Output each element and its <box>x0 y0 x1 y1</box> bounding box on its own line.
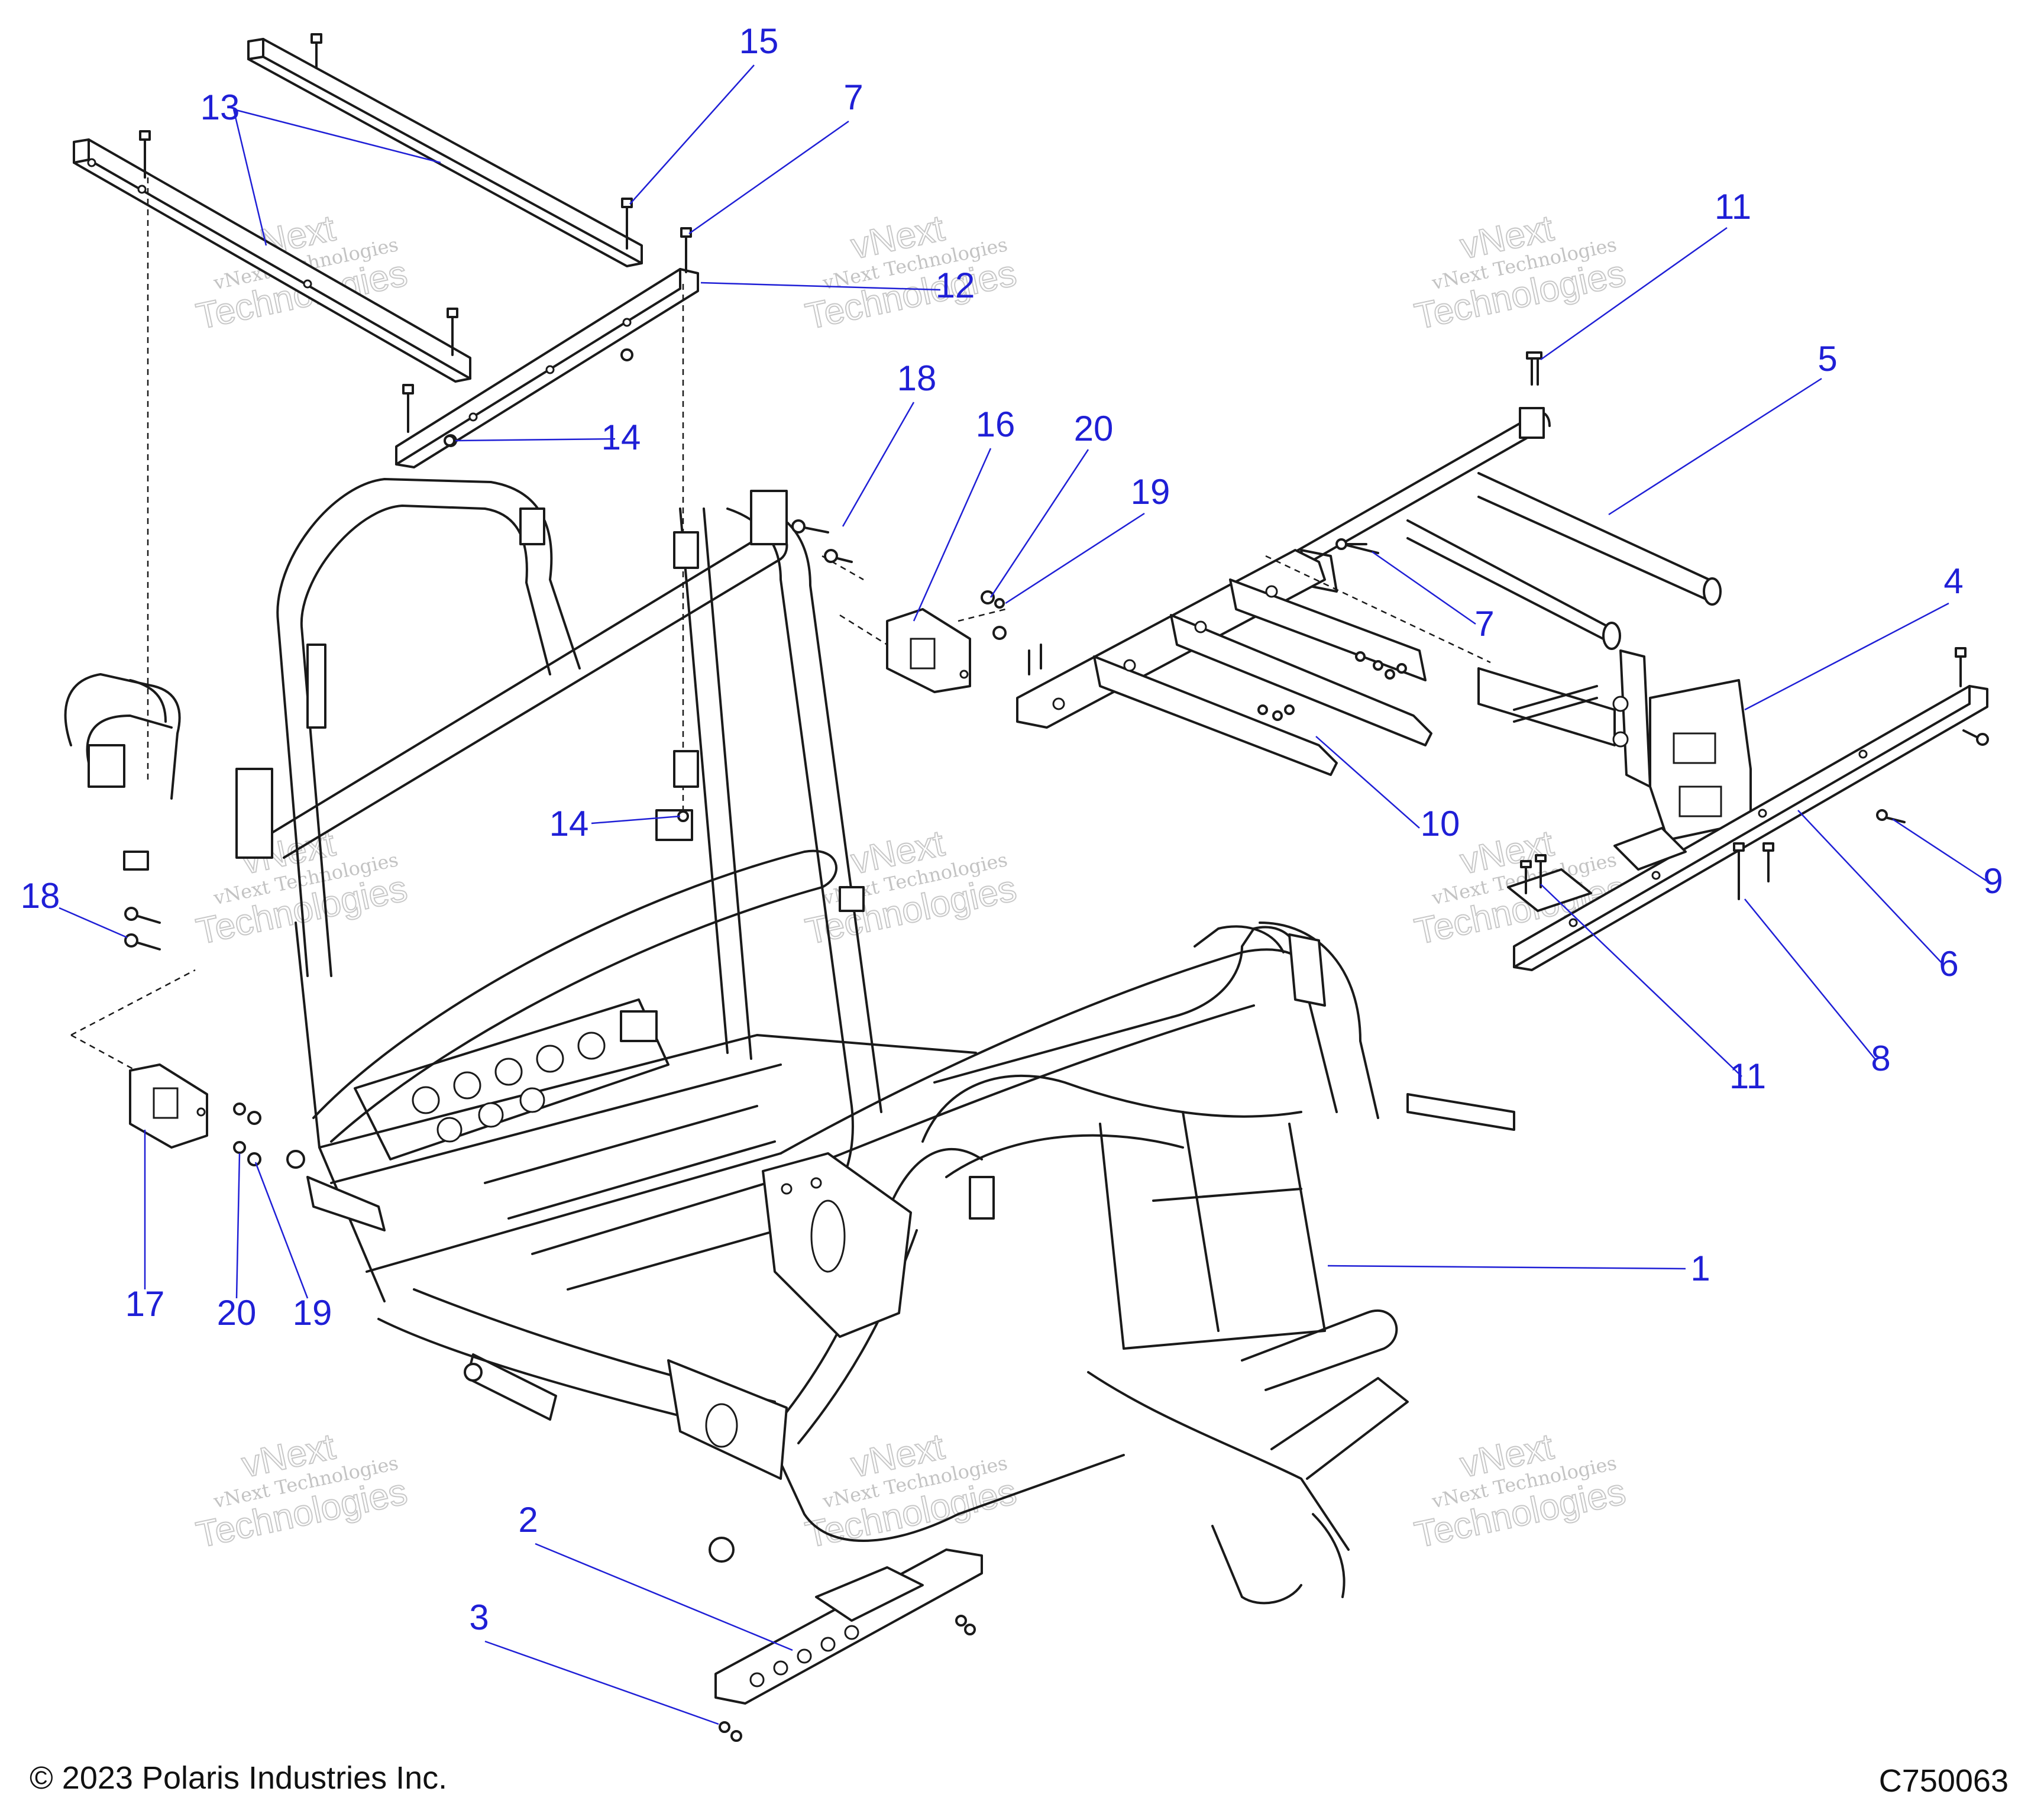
part-17-bracket <box>129 1063 208 1149</box>
callout-label: 16 <box>976 405 1015 444</box>
callout-label: 19 <box>293 1293 332 1333</box>
part-11-bolts <box>1520 351 1547 894</box>
part-6-rear-cross-tube <box>1507 647 1989 971</box>
leader-line-c19a <box>1005 512 1145 604</box>
dash-guide-16a <box>822 555 864 581</box>
part-12-cross-tube <box>395 198 699 468</box>
dash-guide-16b <box>839 614 888 646</box>
part-8-bolt <box>1733 842 1774 900</box>
leader-line-c20a <box>989 449 1089 598</box>
part-16-bracket <box>886 608 971 693</box>
leader-line-c4 <box>1744 602 1949 711</box>
callout-label: 11 <box>1729 1056 1766 1096</box>
callout-label: 20 <box>1074 409 1114 448</box>
leader-line-c14a <box>455 438 616 442</box>
leader-line-c9 <box>1892 818 1988 882</box>
leader-line-c20b <box>235 1153 241 1299</box>
leader-line-c18a <box>842 402 915 527</box>
leader-line-c12 <box>700 282 941 291</box>
leader-line-c19b <box>254 1162 309 1299</box>
part-4-rear-bracket <box>1477 649 1752 841</box>
callout-label: 4 <box>1943 561 1963 601</box>
leader-lines <box>59 64 1988 1725</box>
part-19-20-nuts-lower <box>233 1103 261 1166</box>
callout-label: 6 <box>1939 944 1958 984</box>
leader-line-c2 <box>535 1543 793 1651</box>
part-5-rear-tube-assembly <box>1276 407 1722 650</box>
callout-label: 12 <box>936 266 975 305</box>
part-18-bolt-upper <box>791 519 853 563</box>
callout-label: 13 <box>200 88 240 127</box>
part-10-rear-rack <box>1016 549 1432 776</box>
leader-line-c7b <box>1372 551 1476 625</box>
part-7-bolt-rear <box>1335 538 1379 554</box>
leader-line-c13 <box>233 108 441 164</box>
callout-label: 10 <box>1421 804 1460 843</box>
callout-label: 11 <box>1715 187 1751 227</box>
dash-guide-rack <box>1265 555 1491 664</box>
dash-guide-17b <box>70 969 196 1036</box>
leader-line-c14b <box>591 815 681 825</box>
figure-code: C750063 <box>1878 1763 2009 1799</box>
leader-line-c3 <box>484 1640 719 1725</box>
part-2-skid-plate <box>714 1548 983 1705</box>
leader-line-c10 <box>1315 736 1420 829</box>
leader-line-c16 <box>913 448 992 622</box>
callout-label: 9 <box>1983 861 2003 901</box>
copyright-text: © 2023 Polaris Industries Inc. <box>30 1760 448 1796</box>
callout-label: 3 <box>469 1598 489 1637</box>
callout-label: 8 <box>1871 1039 1890 1078</box>
part-14-nut-upper <box>444 435 455 447</box>
part-18-bolt-lower <box>124 907 161 950</box>
part-19-20-nuts-upper <box>981 590 1007 640</box>
callout-label: 20 <box>217 1293 257 1333</box>
leader-line-c11a <box>1540 227 1728 361</box>
part-13-lower-tube <box>73 130 471 383</box>
callout-label: 14 <box>601 418 641 457</box>
leader-line-c8 <box>1744 898 1875 1059</box>
callout-label: 7 <box>843 77 863 117</box>
leader-line-c5 <box>1608 377 1822 516</box>
leader-line-c18b <box>59 907 128 939</box>
leader-line-c11b <box>1540 884 1742 1077</box>
dash-guide-17a <box>70 1034 137 1072</box>
callout-label: 2 <box>518 1500 538 1540</box>
leader-line-c13-b <box>232 109 267 246</box>
part-1-main-frame <box>64 478 1515 1605</box>
callout-label: 15 <box>739 21 779 61</box>
callout-label: 5 <box>1817 339 1837 379</box>
part-13-upper-tube <box>247 33 643 267</box>
callout-label: 17 <box>125 1284 165 1324</box>
leader-line-c1 <box>1327 1265 1686 1270</box>
callout-label: 1 <box>1690 1249 1710 1288</box>
leader-line-c15 <box>629 64 755 205</box>
leader-line-c6 <box>1797 810 1943 965</box>
callout-label: 7 <box>1474 604 1494 644</box>
callout-label: 18 <box>897 358 937 398</box>
part-9-bolt <box>1876 809 1906 823</box>
dash-guide-16c <box>958 608 1006 622</box>
callout-label: 14 <box>549 804 589 843</box>
leader-line-c7a <box>688 120 849 235</box>
callout-label: 19 <box>1131 472 1170 512</box>
part-3-bolts <box>719 1721 742 1742</box>
callout-label: 18 <box>21 876 60 916</box>
